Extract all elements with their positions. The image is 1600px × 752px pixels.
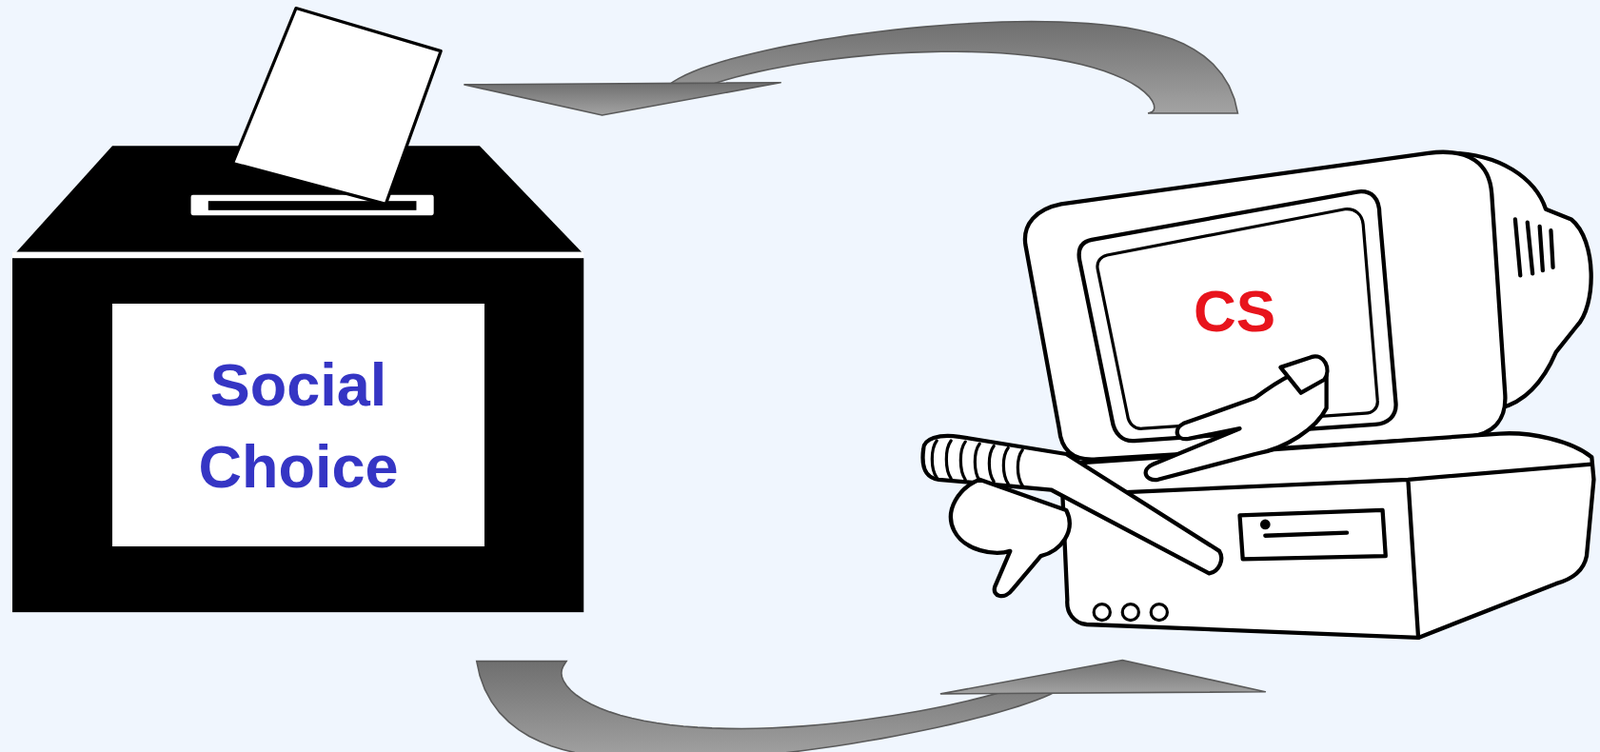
- screen-label-box: CS: [1110, 216, 1359, 407]
- left-hand: [950, 479, 1070, 596]
- arrow-head: [940, 660, 1265, 694]
- computer: [923, 152, 1595, 638]
- curved-arrow: [464, 21, 1238, 116]
- ballot-label-box: Social Choice: [112, 303, 485, 547]
- shirt-cuff: [1280, 355, 1327, 393]
- button: [1093, 604, 1110, 621]
- ballot-box-body: [12, 257, 584, 613]
- arrow-head: [464, 82, 781, 116]
- floppy-slot: [1264, 533, 1347, 536]
- button: [1122, 604, 1139, 621]
- ballot-slot-frame: [189, 194, 435, 218]
- ballot-paper: [233, 8, 442, 205]
- base-edges: [1066, 464, 1592, 638]
- ballot-box: [12, 8, 584, 613]
- node-label: Social Choice: [150, 343, 447, 508]
- floppy-drive: [1239, 510, 1385, 559]
- monitor-screen: [1097, 209, 1378, 430]
- curved-arrow: [476, 660, 1266, 752]
- drive-light: [1262, 521, 1268, 528]
- lid-seam: [12, 252, 584, 258]
- vent-lines: [1515, 218, 1554, 276]
- arrow-body: [667, 21, 1238, 114]
- arrow-body: [476, 661, 1056, 752]
- button: [1150, 604, 1167, 621]
- node-label: CS: [1193, 277, 1276, 345]
